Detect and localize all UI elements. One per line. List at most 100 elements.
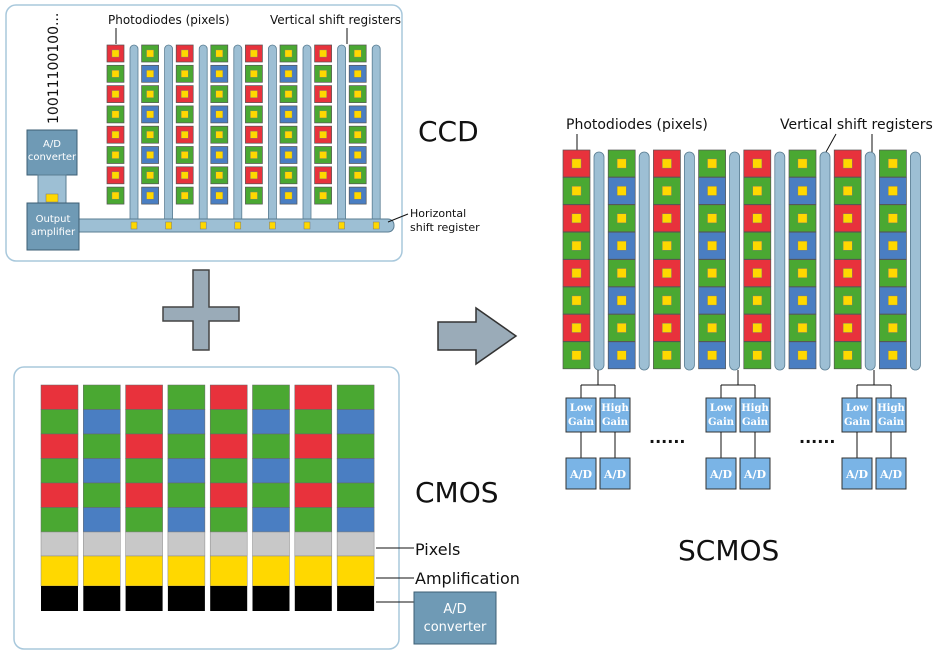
ccd-horizontal-register-cells [130,221,380,230]
scmos-pixel-core [707,240,717,251]
ccd-pixel-core [353,130,362,139]
scmos-vertical-register [729,151,740,371]
cmos-amplification-label: Amplification [415,569,520,588]
ccd-pixel-core [215,110,224,119]
ccd-horizontal-register-cell [130,221,138,230]
scmos-gain-label: High [741,403,769,414]
scmos-gain-label: Gain [708,417,735,428]
scmos-pixel [879,286,907,315]
ccd-pixel-core [319,130,327,139]
scmos-vertical-register [638,151,650,371]
scmos-pixel-core [888,323,898,333]
ccd-pixel-core [319,171,327,180]
cmos-pixel [125,433,163,459]
scmos-pixel-core [662,186,672,196]
ccd-adc-label-2: converter [28,152,77,163]
cmos-pixel [336,384,375,410]
scmos-pixel-core [888,268,898,278]
scmos-gain-label: Low [846,403,869,414]
cmos-pixel-row [336,531,375,557]
cmos-pixel [167,482,206,508]
cmos-adc-cell [125,586,163,611]
scmos-pixel-core [888,350,898,361]
scmos-pixel-core [616,158,627,169]
cmos-adc-box [413,591,497,645]
scmos-pixel-core [662,268,672,278]
ccd-pixel-array [106,44,367,205]
ccd-pixel-core [111,151,120,159]
cmos-pixel [252,384,290,410]
ccd-pixel-core [353,191,362,200]
scmos-pixel-core [707,186,717,196]
ccd-pixel-core [215,49,224,58]
ccd-pixel-core [146,110,154,119]
scmos-pixel-core [752,268,763,278]
cmos-pixel [125,409,163,435]
ccd-pixel-core [319,191,327,200]
ccd-pixel-core [146,70,154,78]
scmos-pixel-core [571,186,582,196]
ccd-title: CCD [418,115,479,148]
scmos-pixel-core [888,213,898,224]
scmos-gain-label: Gain [568,417,595,428]
scmos-pixel-core [707,295,717,306]
cmos-pixel [167,507,206,533]
ccd-pixel-core [250,171,258,180]
cmos-pixel [336,458,375,484]
scmos-pixel-core [888,295,898,306]
ccd-pixel-core [353,171,362,180]
cmos-amplifier [252,555,290,587]
scmos-vertical-register [774,151,786,371]
right-arrow [437,306,518,366]
ccd-pixel-core [284,70,293,78]
ccd-pixel-core [353,70,362,78]
cmos-pixel [294,458,333,484]
cmos-pixel [167,384,206,410]
cmos-pixel [294,384,333,410]
scmos-high-gain-amp [739,397,771,433]
cmos-pixel [336,482,375,508]
ccd-connector-cell [45,193,59,203]
scmos-adc-label: A/D [569,468,593,481]
cmos-title: CMOS [415,476,499,509]
cmos-amplifier [167,555,206,587]
ccd-pixel-core [319,151,327,159]
cmos-pixel-row [294,531,333,557]
scmos-pixel-core [752,186,763,196]
cmos-amplifier [83,555,121,587]
ccd-pixel-core [319,110,327,119]
scmos-gain-label: Low [570,403,593,414]
scmos-pixel-core [842,350,853,361]
ccd-pixel-core [319,70,327,78]
cmos-pixel-row [209,531,248,557]
ccd-amp-box [26,202,80,251]
cmos-amplifier [40,555,79,587]
ccd-pixel-core [353,110,362,119]
scmos-pixel-core [616,295,627,306]
scmos-pixel-core [752,350,763,361]
cmos-adc-cell [41,586,78,611]
scmos-pixel-core [662,213,672,224]
cmos-pixel [83,507,121,533]
ccd-horizontal-register-cell [165,221,172,230]
scmos-pixel-core [797,158,808,169]
scmos-pixel-core [616,268,627,278]
scmos-pixel-core [797,186,808,196]
cmos-pixel [125,482,163,508]
ccd-pixel-core [284,130,293,139]
cmos-pixel [336,409,375,435]
cmos-pixel [167,458,206,484]
ccd-pixel-core [319,49,327,58]
ccd-horizontal-register-cell [234,221,242,230]
cmos-pixel [336,507,375,533]
ccd-pixel-core [353,151,362,159]
ccd-pixel-core [215,151,224,159]
scmos-pixel-core [616,240,627,251]
ccd-pixel-core [111,130,120,139]
ccd-vertical-register [164,44,174,226]
scmos-adc [841,457,873,490]
scmos-pixel-core [797,213,808,224]
cmos-pixel [209,433,248,459]
scmos-gain-label: Gain [602,417,629,428]
